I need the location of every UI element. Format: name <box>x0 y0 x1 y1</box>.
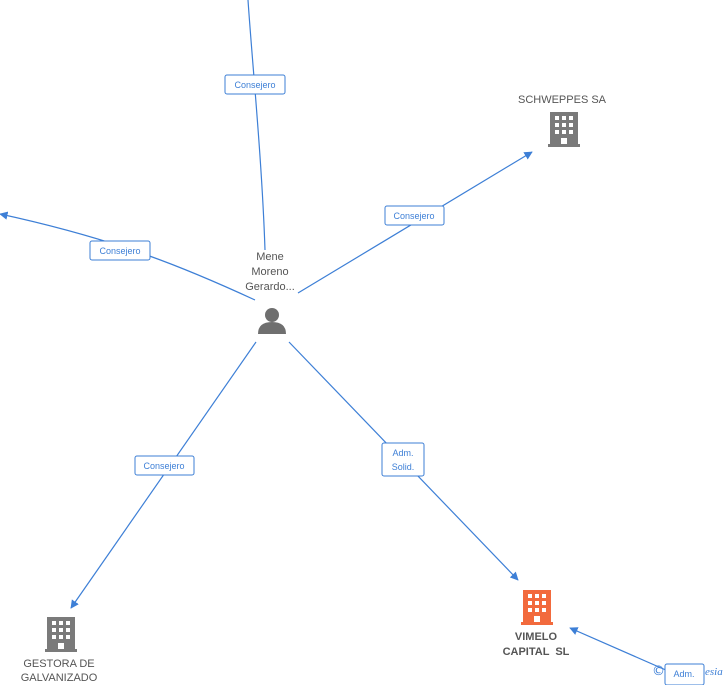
svg-text:Solid.: Solid. <box>392 462 415 472</box>
node-label-line: GALVANIZADO <box>21 672 98 684</box>
svg-text:Adm.: Adm. <box>673 669 694 679</box>
edge-label-bottom-right[interactable]: Adm. <box>664 663 705 685</box>
node-label-line: Moreno <box>251 266 288 278</box>
node-schweppes[interactable]: SCHWEPPES SA <box>518 94 607 147</box>
node-label-line: CAPITAL SL <box>503 646 570 658</box>
person-icon <box>258 308 286 334</box>
node-center-person[interactable]: Mene Moreno Gerardo... <box>245 251 295 334</box>
svg-text:Consejero: Consejero <box>234 80 275 90</box>
copyright-symbol: © <box>652 664 665 679</box>
svg-text:Adm.: Adm. <box>392 448 413 458</box>
building-icon <box>521 590 553 625</box>
node-label-line: SCHWEPPES SA <box>518 94 607 106</box>
node-label-line: GESTORA DE <box>23 658 94 670</box>
edge-label-vimelo[interactable]: Adm. Solid. <box>381 442 425 477</box>
edge-label-schweppes[interactable]: Consejero <box>384 205 445 226</box>
svg-text:Consejero: Consejero <box>143 461 184 471</box>
edge-label-left[interactable]: Consejero <box>89 240 151 261</box>
svg-text:Consejero: Consejero <box>99 246 140 256</box>
building-icon <box>45 617 77 652</box>
node-label-line: VIMELO <box>515 631 558 643</box>
node-gestora[interactable]: GESTORA DE GALVANIZADO <box>21 617 98 684</box>
edge-label-top[interactable]: Consejero <box>224 74 286 95</box>
edge-top <box>247 0 266 251</box>
node-label-line: Gerardo... <box>245 281 295 293</box>
brand-watermark: esia <box>705 666 723 678</box>
svg-text:Consejero: Consejero <box>393 211 434 221</box>
edge-label-gestora[interactable]: Consejero <box>134 455 195 476</box>
building-icon <box>548 112 580 147</box>
node-label-line: Mene <box>256 251 284 263</box>
node-vimelo[interactable]: VIMELO CAPITAL SL <box>503 590 570 658</box>
